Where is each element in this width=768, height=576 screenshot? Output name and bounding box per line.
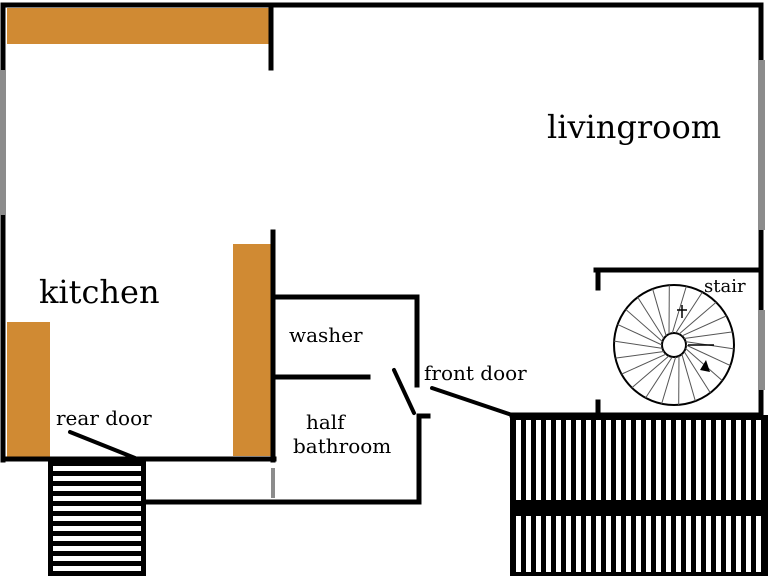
deck-slat-gap (616, 420, 621, 572)
stair-tread (675, 291, 703, 334)
stair-core (661, 332, 687, 358)
stair-tread (645, 356, 673, 399)
window-left (0, 70, 6, 215)
counter-left (7, 322, 50, 457)
doors (68, 368, 514, 460)
deck-beam (510, 500, 768, 516)
stair-outer-ring (613, 284, 735, 406)
front-deck (510, 415, 768, 576)
rear-step-gap (53, 486, 141, 491)
stair-tread (614, 340, 663, 349)
label-washer: washer (289, 323, 363, 347)
rear-steps (48, 459, 146, 576)
rear-step-gap (53, 556, 141, 561)
rear-step-gap (53, 506, 141, 511)
deck-slat-gap (706, 420, 711, 572)
counter-center (233, 244, 271, 456)
stair-tread (681, 315, 727, 337)
window-bath (271, 468, 275, 498)
rear-step-gap (53, 466, 141, 471)
deck-slat-gap (656, 420, 661, 572)
stair-tread (621, 353, 667, 375)
stair-tread (678, 301, 717, 335)
label-stair: stair (704, 276, 746, 297)
stair-tread (615, 350, 664, 359)
rear-step-gap (53, 546, 141, 551)
deck-slat-gap (636, 420, 641, 572)
rear-step-gap (53, 496, 141, 501)
label-kitchen: kitchen (39, 273, 160, 311)
label-rear-door: rear door (56, 406, 152, 430)
deck-slat-gap (546, 420, 551, 572)
label-half-bathroom-1: half (306, 410, 346, 434)
deck-slat-gap (646, 420, 651, 572)
label-half-bathroom-2: bathroom (293, 434, 391, 458)
deck-slat-gap (756, 420, 761, 572)
deck-slat-gap (566, 420, 571, 572)
spiral-stair (613, 284, 735, 406)
deck-slat-gap (736, 420, 741, 572)
stair-tread (652, 288, 667, 337)
deck-slat-gap (726, 420, 731, 572)
rear-step-gap (53, 566, 141, 571)
deck-slat-gap (746, 420, 751, 572)
label-front-door: front door (424, 361, 527, 385)
deck-slat-gap (576, 420, 581, 572)
window-right-upper (758, 60, 765, 230)
deck-slat-gap (596, 420, 601, 572)
stair-tread (683, 351, 711, 394)
deck-slat-gap (626, 420, 631, 572)
deck-slat-gap (556, 420, 561, 572)
stair-tread (631, 355, 670, 389)
stair-tread (617, 323, 663, 346)
deck-slat-gap (666, 420, 671, 572)
deck-slat-gap (686, 420, 691, 572)
deck-slat-gap (586, 420, 591, 572)
stair-tread (681, 353, 696, 402)
stair-tread (685, 344, 731, 367)
counter-top (7, 8, 269, 44)
window-right-lower (758, 310, 765, 390)
stair-tread (637, 296, 665, 339)
door-rear (68, 430, 137, 460)
door-front (430, 386, 514, 417)
rear-step-gap (53, 526, 141, 531)
deck-slat-gap (716, 420, 721, 572)
rear-step-gap (53, 516, 141, 521)
deck-slat-gap (676, 420, 681, 572)
stair-tread (684, 331, 733, 340)
deck-slat-gap (606, 420, 611, 572)
windows (0, 60, 765, 498)
deck-slat-gap (516, 420, 521, 572)
door-washer (392, 368, 416, 415)
stair-tread (625, 309, 663, 342)
deck-slat-gap (536, 420, 541, 572)
rear-step-gap (53, 536, 141, 541)
rear-step-gap (53, 476, 141, 481)
stair-tread (661, 356, 677, 404)
counters (7, 8, 271, 457)
deck-slat-gap (526, 420, 531, 572)
deck-slat-gap (696, 420, 701, 572)
stair-arrow-icon (700, 360, 710, 372)
label-livingroom: livingroom (547, 108, 721, 146)
